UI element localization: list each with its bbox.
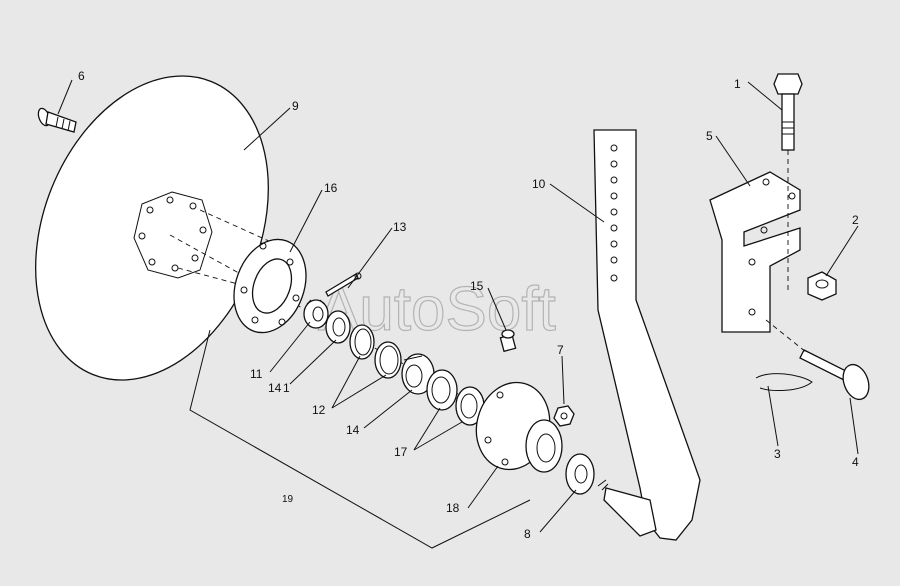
mounting-bracket	[709, 171, 801, 333]
callout-14-left: 14	[268, 381, 282, 395]
callout-1-left: 1	[283, 381, 290, 395]
callout-11: 11	[250, 367, 263, 381]
flange-plate	[233, 238, 307, 334]
locking-pin	[765, 319, 870, 401]
callout-12: 12	[312, 403, 326, 417]
grease-nipple	[499, 329, 517, 353]
callout-16: 16	[324, 181, 338, 195]
leader-lines	[57, 79, 859, 533]
callout-17: 17	[394, 445, 408, 459]
callout-13: 13	[393, 220, 407, 234]
bracket-nut	[807, 271, 837, 301]
hub-nut	[553, 405, 575, 427]
callout-8: 8	[524, 527, 531, 541]
callout-14: 14	[346, 423, 360, 437]
spindle-washer	[565, 453, 595, 495]
callout-6: 6	[78, 69, 85, 83]
callout-15: 15	[470, 279, 484, 293]
callout-4: 4	[852, 455, 859, 469]
washer-small	[325, 310, 351, 344]
bearing-outer	[426, 369, 485, 426]
disc-arm	[593, 129, 701, 541]
callout-19: 19	[282, 494, 294, 505]
spring-clip	[755, 373, 813, 391]
disc-bolt	[37, 107, 77, 133]
castle-nut	[303, 299, 329, 329]
callout-10: 10	[532, 177, 546, 191]
cotter-pin	[325, 272, 362, 297]
callout-7: 7	[557, 343, 564, 357]
callout-1: 1	[734, 77, 741, 91]
callout-18: 18	[446, 501, 460, 515]
hub	[475, 381, 563, 473]
callout-9: 9	[292, 99, 299, 113]
bracket-bolt	[773, 73, 803, 290]
callout-5: 5	[706, 129, 713, 143]
assembly-19-bracket	[189, 329, 531, 549]
disc-blade	[35, 75, 269, 381]
callout-3: 3	[774, 447, 781, 461]
snap-rings	[349, 324, 402, 379]
callout-2: 2	[852, 213, 859, 227]
